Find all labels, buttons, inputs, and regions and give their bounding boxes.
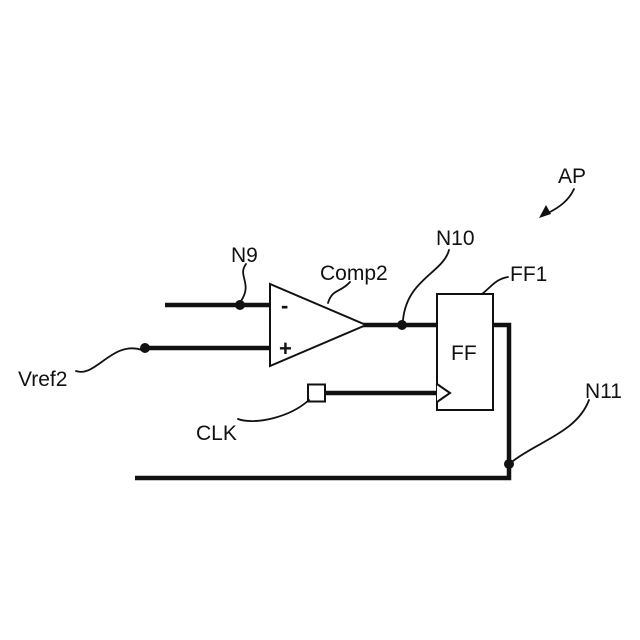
leader-ff1 bbox=[481, 276, 509, 295]
label-ff1: FF1 bbox=[510, 263, 547, 286]
label-comp2: Comp2 bbox=[320, 262, 388, 285]
label-vref2: Vref2 bbox=[18, 368, 67, 391]
flipflop-label: FF bbox=[451, 342, 477, 365]
label-clk: CLK bbox=[196, 422, 237, 445]
ap-arrow bbox=[539, 188, 575, 218]
label-n10: N10 bbox=[436, 227, 475, 250]
ap-arrowhead-icon bbox=[539, 205, 551, 218]
ap-arrow-shaft bbox=[547, 188, 575, 214]
leader-lines bbox=[75, 249, 590, 462]
leader-comp2 bbox=[327, 281, 351, 304]
node-dot-n10 bbox=[397, 320, 407, 330]
comparator-plus-sign: + bbox=[279, 336, 292, 361]
comparator-comp2: - + bbox=[269, 282, 369, 368]
leader-vref2 bbox=[75, 347, 143, 373]
leader-clk bbox=[237, 399, 310, 422]
leader-n11 bbox=[512, 399, 590, 462]
label-n9: N9 bbox=[231, 244, 258, 267]
node-dot-n9 bbox=[235, 300, 245, 310]
comparator-minus-sign: - bbox=[281, 293, 288, 318]
flipflop-ff1: FF bbox=[436, 293, 494, 411]
label-n11: N11 bbox=[585, 380, 622, 403]
leader-n9 bbox=[240, 263, 247, 302]
node-dot-n11 bbox=[504, 459, 514, 469]
leader-n10 bbox=[402, 249, 450, 321]
clk-source-square bbox=[307, 383, 326, 403]
clock-triangle-icon bbox=[436, 383, 452, 403]
wire-n11-feedback bbox=[135, 322, 512, 481]
labels: N9 Vref2 Comp2 N10 FF1 CLK N11 AP bbox=[18, 165, 622, 445]
label-ap: AP bbox=[558, 165, 586, 188]
comparator-triangle bbox=[269, 282, 369, 368]
node-dot-vref2 bbox=[140, 343, 150, 353]
